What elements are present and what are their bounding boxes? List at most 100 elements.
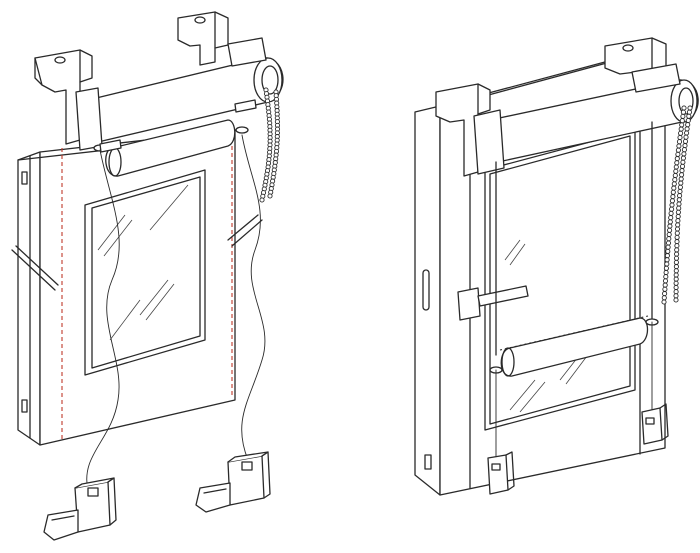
chain-bead [685, 122, 691, 128]
chain-bead [680, 113, 686, 119]
chain-bead [674, 247, 680, 253]
left-bottom-bar [93, 99, 257, 177]
chain-bead [667, 219, 673, 225]
chain-bead [663, 274, 669, 280]
right-cord-clip-side [641, 403, 669, 445]
chain-bead [683, 134, 689, 140]
chain-bead [681, 147, 687, 153]
chain-bead [674, 251, 680, 257]
chain-bead [675, 222, 681, 228]
chain-bead [675, 151, 681, 157]
chain-bead [678, 180, 684, 186]
left-tensioner-1 [43, 477, 117, 541]
left-tension-cords [86, 134, 266, 491]
chain-bead [681, 105, 687, 111]
chain-bead [673, 264, 679, 270]
chain-bead [673, 268, 679, 274]
chain-bead [673, 164, 679, 170]
chain-bead [662, 278, 669, 284]
right-panel [414, 37, 699, 496]
chain-bead [673, 284, 679, 291]
chain-bead [677, 193, 683, 199]
chain-bead [679, 163, 686, 169]
left-tensioner-2 [195, 451, 271, 513]
left-window-sash [11, 129, 263, 446]
chain-bead [672, 177, 678, 183]
chain-bead [681, 151, 687, 157]
chain-bead [675, 213, 681, 220]
chain-bead [670, 189, 676, 195]
chain-bead [679, 172, 685, 178]
chain-bead [673, 297, 679, 303]
chain-bead [682, 138, 689, 144]
chain-bead [670, 194, 676, 200]
chain-bead [669, 202, 675, 208]
chain-bead [675, 218, 681, 224]
chain-bead [682, 143, 688, 149]
chain-bead [679, 118, 685, 124]
chain-bead [679, 168, 685, 174]
left-bracket-right [177, 11, 229, 66]
chain-bead [685, 117, 691, 124]
chain-bead [662, 291, 668, 297]
chain-bead [661, 295, 667, 301]
chain-bead [664, 257, 670, 263]
chain-bead [675, 147, 681, 153]
chain-bead [677, 134, 683, 141]
chain-bead [673, 293, 679, 299]
chain-bead [662, 282, 668, 288]
chain-bead [678, 130, 684, 136]
chain-bead [666, 236, 672, 242]
chain-bead [674, 156, 680, 162]
chain-bead [667, 227, 673, 233]
right-guide-cords [495, 321, 653, 461]
chain-bead [679, 122, 685, 128]
chain-bead [678, 126, 684, 132]
chain-bead [267, 193, 273, 199]
chain-bead [677, 184, 683, 190]
chain-bead [677, 188, 683, 195]
chain-bead [665, 244, 671, 250]
chain-bead [673, 289, 679, 295]
chain-bead [675, 209, 681, 215]
chain-bead [676, 197, 682, 203]
chain-bead [666, 231, 672, 238]
right-cord-clip-bottom [487, 451, 515, 495]
chain-bead [668, 215, 674, 221]
chain-bead [673, 272, 679, 278]
chain-bead [669, 198, 675, 204]
chain-bead [662, 286, 668, 292]
chain-bead [674, 234, 680, 240]
chain-bead [680, 155, 686, 161]
chain-bead [686, 113, 692, 119]
chain-bead [680, 109, 686, 115]
chain-bead [259, 197, 265, 203]
chain-bead [661, 299, 667, 305]
chain-bead [663, 265, 669, 271]
chain-bead [684, 130, 690, 136]
chain-bead [674, 243, 680, 249]
chain-bead [673, 280, 679, 286]
chain-bead [673, 259, 679, 265]
chain-bead [668, 210, 674, 216]
chain-bead [674, 230, 680, 236]
chain-bead [674, 226, 681, 232]
right-roller-tube [473, 63, 699, 175]
left-roller-tube [75, 37, 284, 151]
chain-bead [680, 159, 686, 165]
chain-bead [664, 261, 670, 267]
chain-bead [686, 109, 692, 115]
right-bead-chain [661, 105, 693, 305]
chain-bead [676, 201, 682, 207]
chain-bead [669, 206, 675, 212]
chain-bead [672, 172, 678, 179]
chain-bead [663, 269, 669, 276]
chain-bead [674, 160, 680, 166]
chain-bead [674, 239, 680, 245]
chain-bead [665, 240, 672, 246]
chain-bead [678, 176, 684, 182]
chain-bead [687, 105, 693, 111]
chain-bead [664, 253, 670, 259]
chain-bead [673, 168, 679, 174]
